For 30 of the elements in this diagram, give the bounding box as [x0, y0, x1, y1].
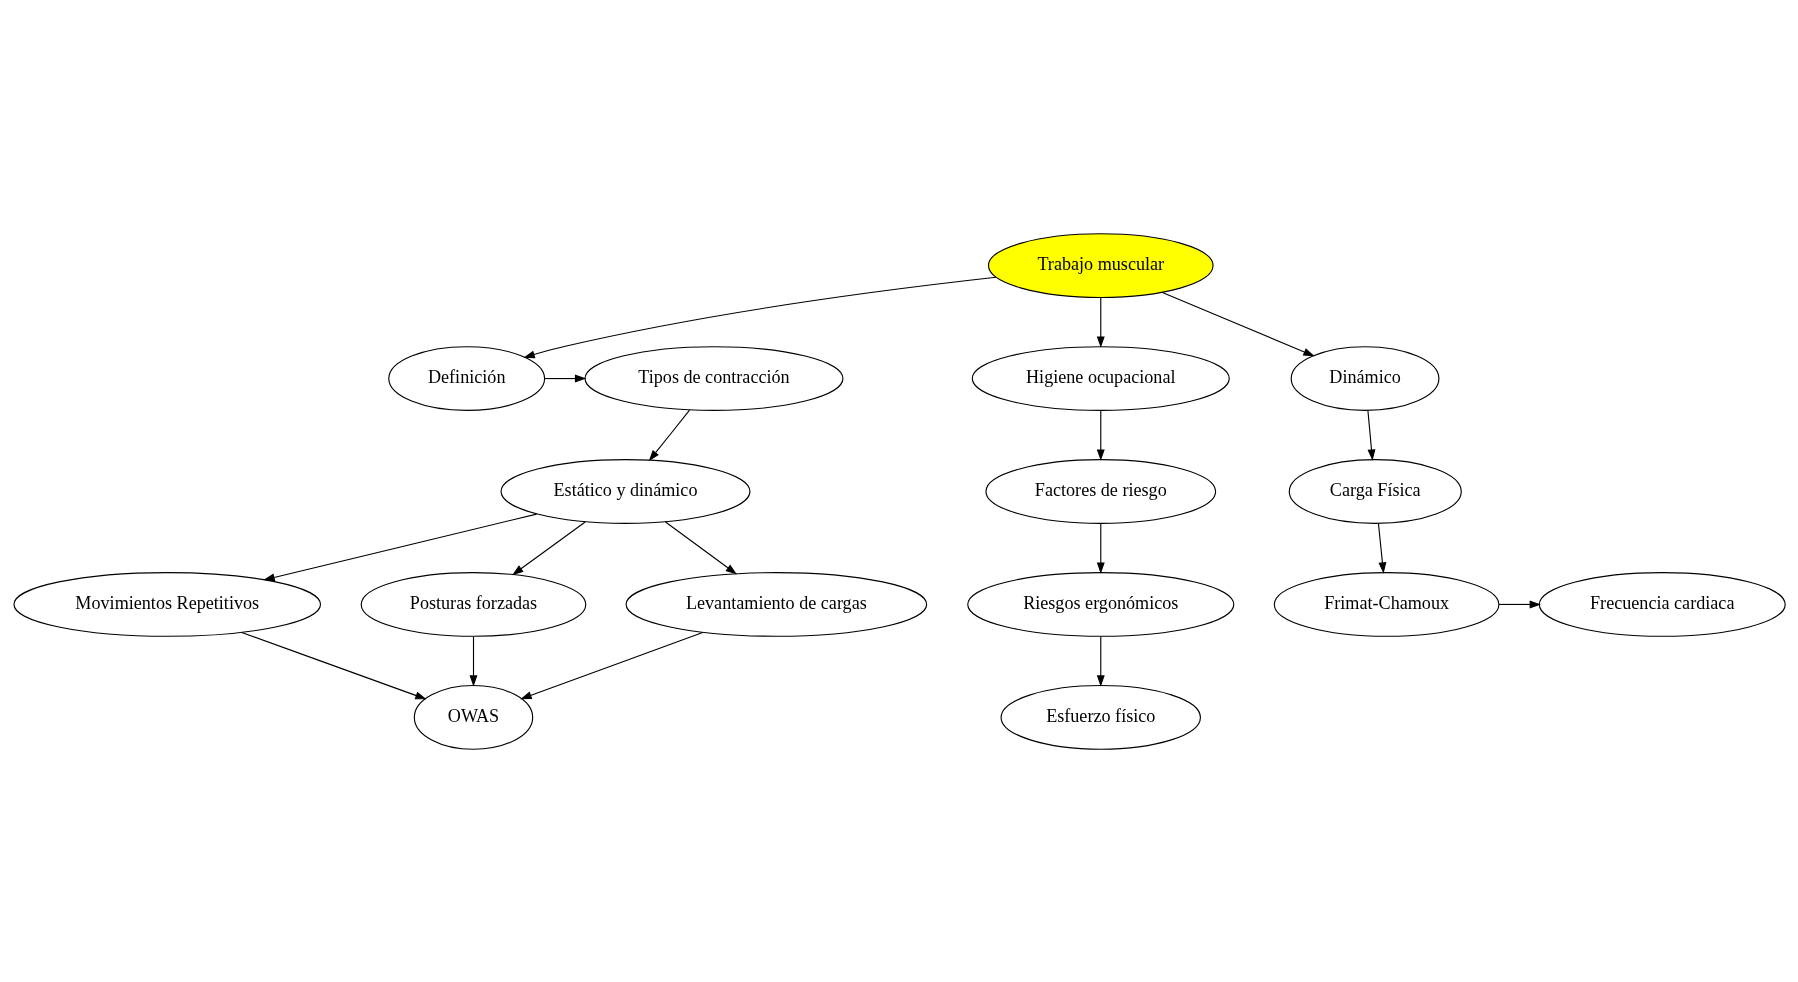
node-ellipse: Frimat-Chamoux: [1273, 571, 1499, 637]
arrow: [262, 513, 537, 581]
node-ellipse: Carga Física: [1288, 458, 1462, 524]
node-ellipse: Levantamiento de cargas: [625, 571, 927, 637]
node-ellipse: Definición: [387, 345, 545, 411]
arrow: [543, 374, 586, 383]
node-ellipse: Factores de riesgo: [984, 458, 1216, 524]
arrow: [1096, 296, 1105, 348]
arrow: [240, 631, 427, 699]
arrow: [1161, 291, 1315, 356]
node-ellipse: Estático y dinámico: [500, 458, 750, 524]
arrow: [1377, 522, 1386, 574]
arrow: [648, 409, 690, 461]
arrow: [1096, 522, 1105, 574]
node-ellipse: Esfuerzo físico: [1000, 684, 1201, 750]
node-ellipse: Posturas forzadas: [360, 571, 586, 637]
node-ellipse: Higiene ocupacional: [971, 345, 1230, 411]
node-ellipse: Frecuencia cardiaca: [1538, 571, 1786, 637]
node-ellipse: Riesgos ergonómicos: [966, 571, 1234, 637]
arrow: [1096, 409, 1105, 461]
arrow: [1366, 409, 1375, 461]
node-ellipse: Trabajo muscular: [987, 232, 1214, 298]
arrow: [519, 631, 703, 699]
arrow: [522, 276, 997, 358]
arrow: [1498, 599, 1541, 608]
arrow: [511, 520, 586, 575]
arrow: [469, 635, 477, 687]
arrow: [1096, 635, 1105, 687]
arrow: [664, 520, 737, 574]
node-ellipse: Tipos de contracción: [583, 345, 843, 411]
